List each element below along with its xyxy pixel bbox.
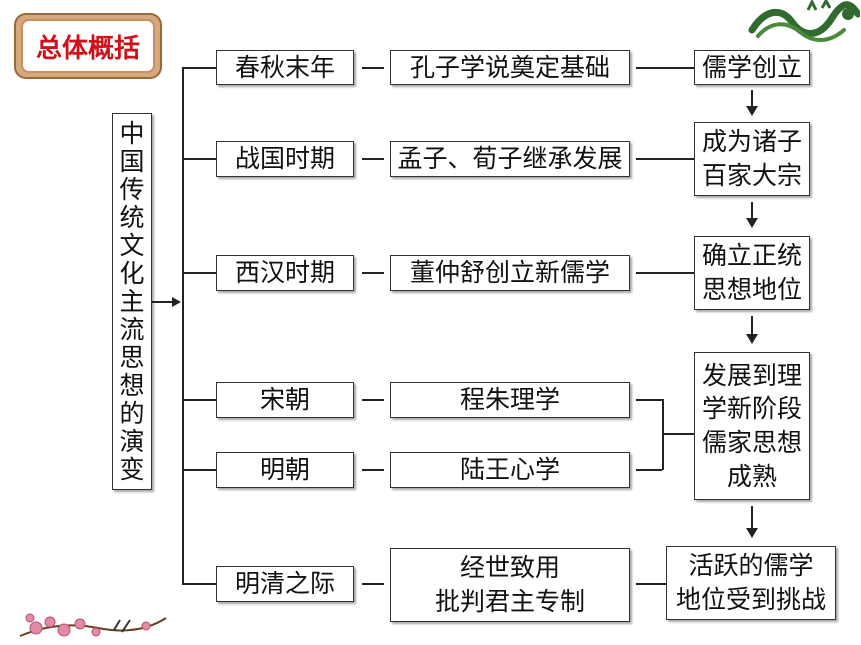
down-arrow-icon: [746, 218, 758, 228]
flow-line: [751, 506, 753, 528]
period-box: 战国时期: [216, 141, 354, 177]
connector: [362, 399, 384, 401]
result-line: 地位受到挑战: [675, 585, 826, 614]
result-box: 活跃的儒学 地位受到挑战: [666, 546, 836, 620]
vertical-title-char: 中: [119, 118, 145, 148]
result-line: 活跃的儒学: [688, 551, 814, 581]
result-line: 思想地位: [701, 275, 802, 304]
vertical-title-char: 流: [119, 314, 145, 344]
event-box: 程朱理学: [390, 382, 630, 418]
dragon-decoration-icon: [748, 0, 860, 42]
result-line: 学新阶段: [701, 394, 802, 424]
vertical-title-char: 变: [119, 454, 145, 484]
main-bracket: [182, 67, 184, 583]
vertical-title-char: 传: [119, 174, 145, 204]
result-line: 成熟: [726, 461, 777, 491]
event-box: 陆王心学: [390, 452, 630, 488]
result-box: 成为诸子 百家大宗: [694, 122, 810, 196]
event-box: 董仲舒创立新儒学: [390, 255, 630, 291]
result-line: 发展到理: [701, 360, 802, 390]
period-box: 春秋末年: [216, 50, 354, 85]
vertical-title-char: 主: [119, 286, 145, 316]
event-box: 孔子学说奠定基础: [390, 50, 630, 85]
connector: [636, 272, 694, 274]
bracket-tick: [182, 469, 216, 471]
vertical-title-char: 文: [119, 230, 145, 260]
bracket-tick: [182, 272, 216, 274]
song-ming-bracket: [662, 433, 694, 435]
event-line: 批判君主专制: [434, 587, 585, 616]
bracket-tick: [182, 67, 216, 69]
summary-badge-label: 总体概括: [21, 19, 155, 73]
bracket-tick: [182, 583, 216, 585]
result-line: 儒家思想: [701, 428, 802, 457]
vertical-title-char: 统: [119, 202, 145, 232]
vertical-title-char: 化: [119, 258, 145, 288]
vertical-title-char: 演: [119, 426, 145, 456]
connector: [362, 67, 384, 69]
event-line: 经世致用: [459, 553, 560, 583]
result-box: 发展到理 学新阶段 儒家思想 成熟: [694, 352, 810, 500]
event-box: 经世致用 批判君主专制: [390, 548, 630, 622]
connector: [362, 469, 384, 471]
song-ming-bracket: [636, 469, 662, 471]
event-box: 孟子、荀子继承发展: [390, 141, 630, 177]
connector: [362, 583, 384, 585]
result-line: 成为诸子: [701, 127, 802, 157]
plum-blossom-decoration-icon: [19, 613, 167, 637]
bracket-tick: [182, 399, 216, 401]
summary-badge: 总体概括: [14, 13, 162, 79]
down-arrow-icon: [746, 528, 758, 538]
period-box: 明朝: [216, 452, 354, 488]
connector: [362, 158, 384, 160]
period-box: 明清之际: [216, 566, 354, 602]
vertical-title-char: 的: [119, 398, 145, 428]
vertical-title: 中 国 传 统 文 化 主 流 思 想 的 演 变: [112, 113, 152, 490]
connector: [362, 272, 384, 274]
bracket-tick: [182, 158, 216, 160]
song-ming-bracket: [662, 399, 664, 470]
result-line: 百家大宗: [701, 161, 802, 190]
connector: [636, 158, 694, 160]
result-box: 儒学创立: [694, 50, 810, 85]
down-arrow-icon: [746, 106, 758, 116]
flow-line: [751, 316, 753, 334]
period-box: 宋朝: [216, 382, 354, 418]
down-arrow-icon: [746, 334, 758, 344]
result-line: 确立正统: [701, 241, 802, 271]
period-box: 西汉时期: [216, 255, 354, 291]
song-ming-bracket: [636, 399, 662, 401]
connector: [636, 583, 666, 585]
vertical-title-char: 想: [119, 370, 145, 400]
title-connector: [152, 301, 176, 303]
vertical-title-char: 国: [119, 146, 145, 176]
vertical-title-char: 思: [119, 342, 145, 372]
connector: [636, 67, 694, 69]
result-box: 确立正统 思想地位: [694, 236, 810, 310]
title-arrow-icon: [172, 297, 181, 307]
flow-line: [751, 90, 753, 106]
flow-line: [751, 202, 753, 218]
